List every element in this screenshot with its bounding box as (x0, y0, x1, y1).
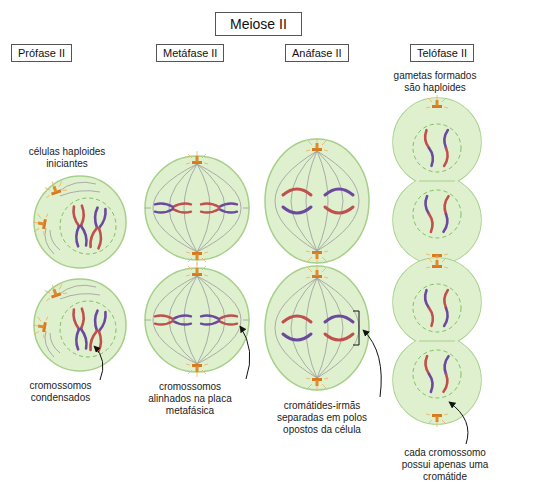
telophase-cells (393, 95, 481, 267)
annotation-label: células haploides iniciantes (22, 146, 112, 170)
metaphase-cell (201, 316, 237, 325)
metaphase-cell (155, 204, 191, 213)
annotation-label: cromátides-irmãs separadas em polos opos… (262, 400, 382, 436)
phase-name: Prófase II (18, 47, 65, 59)
leader-arrows (240, 326, 250, 379)
prophase-cell (31, 176, 126, 268)
telophase-cells (393, 95, 481, 267)
phase-header: Anáfase II (285, 44, 349, 62)
anaphase-cell (265, 265, 369, 391)
phase-header: Metáfase II (156, 44, 224, 62)
telophase-cells (441, 356, 451, 392)
telophase-cells (425, 196, 434, 232)
metaphase-cell (201, 204, 237, 213)
leader-arrows (363, 330, 381, 397)
phase-header: Prófase II (11, 44, 72, 62)
metaphase-cell (155, 316, 191, 325)
anaphase-cell (265, 138, 369, 264)
metaphase-cell (145, 151, 249, 265)
leader-arrows (94, 346, 103, 380)
telophase-cells (425, 356, 434, 392)
annotation-label: cromossomos condensados (18, 380, 103, 404)
annotation-label: cada cromossomo possui apenas uma cromát… (390, 447, 500, 483)
telophase-cells (424, 290, 434, 326)
phase-name: Metáfase II (163, 47, 217, 59)
phase-name: Telófase II (417, 47, 467, 59)
telophase-cells (441, 196, 451, 232)
telophase-cells (393, 255, 481, 427)
leader-arrows (449, 402, 468, 444)
phase-name: Anáfase II (292, 47, 342, 59)
metaphase-cell (145, 263, 249, 377)
telophase-cells (442, 290, 451, 326)
metaphase-cell (145, 151, 249, 265)
telophase-cells (393, 255, 481, 427)
diagram-title: Meiose II (230, 16, 287, 32)
telophase-cells (442, 130, 451, 166)
metaphase-cell (145, 263, 249, 377)
annotation-label: cromossomos alinhados na placa metafásic… (140, 381, 240, 417)
prophase-cell (31, 279, 126, 371)
leader-arrows (94, 326, 468, 444)
telophase-cells (424, 130, 434, 166)
bracket (353, 311, 359, 345)
title-box: Meiose II (215, 12, 302, 36)
annotation-label: gametas formados são haploides (385, 70, 485, 94)
phase-header: Telófase II (410, 44, 474, 62)
